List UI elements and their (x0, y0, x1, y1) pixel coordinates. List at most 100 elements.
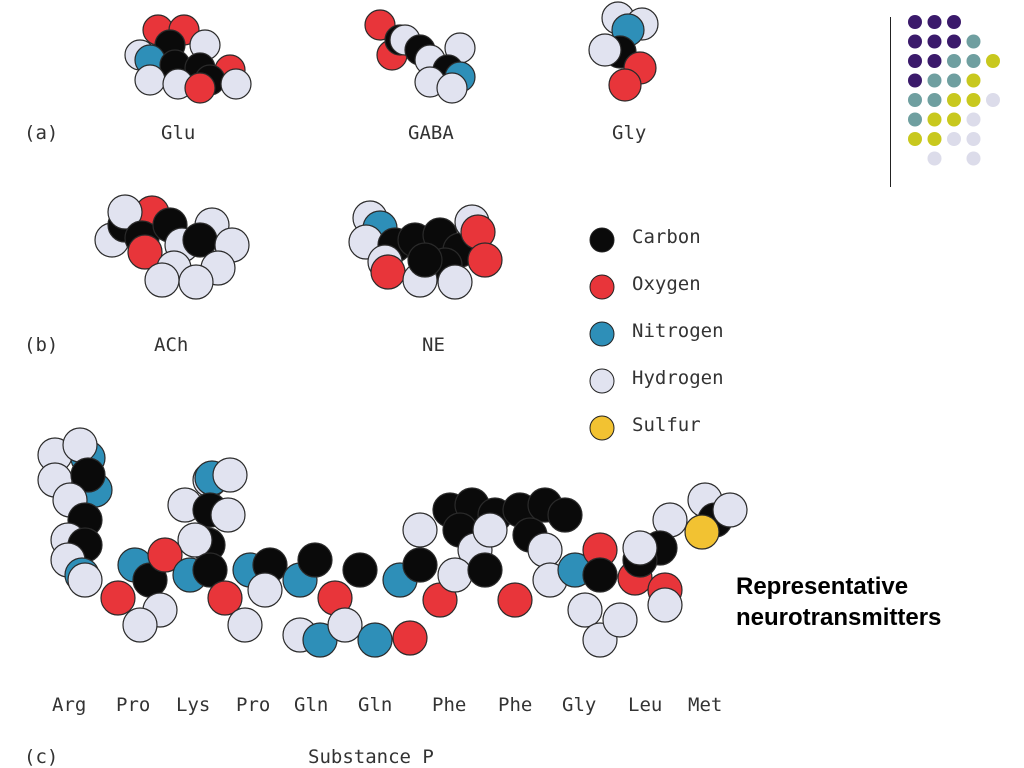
atom-c (192, 552, 228, 588)
atom-h (436, 72, 468, 104)
residue-label: Pro (116, 694, 151, 716)
caption-line-1: Representative (736, 573, 909, 600)
deco-dot (986, 54, 1000, 68)
atom-h (647, 587, 683, 623)
deco-dot (947, 132, 961, 146)
atom-h (247, 572, 283, 608)
atom-h (327, 607, 363, 643)
deco-dot (947, 34, 961, 49)
deco-dot (927, 93, 942, 107)
atom-o (127, 234, 163, 270)
atom-c (547, 497, 583, 533)
legend-label-sulfur: Sulfur (632, 414, 701, 436)
residue-label: Phe (498, 694, 533, 716)
legend-label-carbon: Carbon (632, 226, 701, 248)
deco-dot (927, 34, 942, 49)
deco-dot (966, 34, 981, 49)
atom-o (207, 580, 243, 616)
legend-label-oxygen: Oxygen (632, 273, 701, 295)
atom-h (220, 68, 252, 100)
atom-o (184, 72, 216, 104)
deco-dot (908, 54, 922, 68)
deco-dot (986, 93, 1000, 107)
legend-label-hydrogen: Hydrogen (632, 367, 724, 389)
deco-dot (947, 54, 961, 68)
atom-n (357, 622, 393, 658)
deco-dot (927, 132, 942, 146)
atom-c (342, 552, 378, 588)
atom-o (497, 582, 533, 618)
atom-o (147, 537, 183, 573)
sulfur-swatch (589, 415, 615, 441)
atom-h (437, 264, 473, 300)
atom-h (527, 532, 563, 568)
atom-h (144, 262, 180, 298)
deco-dot (966, 93, 981, 107)
atom-c (407, 242, 443, 278)
molecule-label-gaba: GABA (408, 122, 454, 144)
decorative-dot-grid (908, 15, 1000, 166)
panel-c-tag: (c) (24, 746, 59, 768)
oxygen-swatch (589, 274, 615, 300)
vertical-divider (890, 17, 891, 187)
substance-p-model (37, 427, 748, 658)
residue-label: Met (688, 694, 723, 716)
panel-a-tag: (a) (24, 122, 59, 144)
atom-o (392, 620, 428, 656)
atom-c (402, 547, 438, 583)
molecule-label-glu: Glu (161, 122, 196, 144)
deco-dot (966, 112, 981, 127)
atom-h (62, 427, 98, 463)
atom-o (370, 254, 406, 290)
deco-dot (966, 151, 981, 166)
ne-model (348, 200, 503, 300)
atom-c (70, 457, 106, 493)
atom-h (177, 522, 213, 558)
atom-o (100, 580, 136, 616)
molecule-label-ne: NE (422, 334, 445, 356)
legend-label-nitrogen: Nitrogen (632, 320, 724, 342)
atom-c (297, 542, 333, 578)
deco-dot (908, 93, 922, 107)
atom-h (588, 33, 622, 67)
deco-dot (927, 73, 942, 88)
glu-model (124, 14, 252, 104)
residue-label: Pro (236, 694, 271, 716)
atom-h (212, 457, 248, 493)
deco-dot (947, 93, 961, 107)
gaba-model (364, 9, 476, 104)
deco-dot (908, 73, 922, 88)
atom-c (582, 557, 618, 593)
deco-dot (908, 112, 922, 127)
atom-h (122, 607, 158, 643)
gly-model (588, 1, 659, 102)
deco-dot (927, 15, 942, 29)
ach-model (94, 194, 250, 300)
atom-h (67, 562, 103, 598)
deco-dot (908, 15, 922, 29)
residue-label: Arg (52, 694, 87, 716)
deco-dot (947, 112, 961, 127)
atom-h (712, 492, 748, 528)
atom-o (467, 242, 503, 278)
atom-h (437, 557, 473, 593)
atom-h (602, 602, 638, 638)
deco-dot (966, 132, 981, 146)
carbon-swatch (589, 227, 615, 253)
atom-h (134, 64, 166, 96)
atom-h (567, 592, 603, 628)
residue-label: Phe (432, 694, 467, 716)
atom-h (107, 194, 143, 230)
atom-h (472, 512, 508, 548)
caption-line-2: neurotransmitters (736, 604, 942, 631)
deco-dot (927, 54, 942, 68)
molecule-label-ach: ACh (154, 334, 189, 356)
atom-c (467, 552, 503, 588)
atom-h (402, 512, 438, 548)
residue-label: Gln (358, 694, 393, 716)
hydrogen-swatch (589, 368, 615, 394)
residue-label: Lys (176, 694, 211, 716)
atom-h (227, 607, 263, 643)
residue-label: Gly (562, 694, 597, 716)
